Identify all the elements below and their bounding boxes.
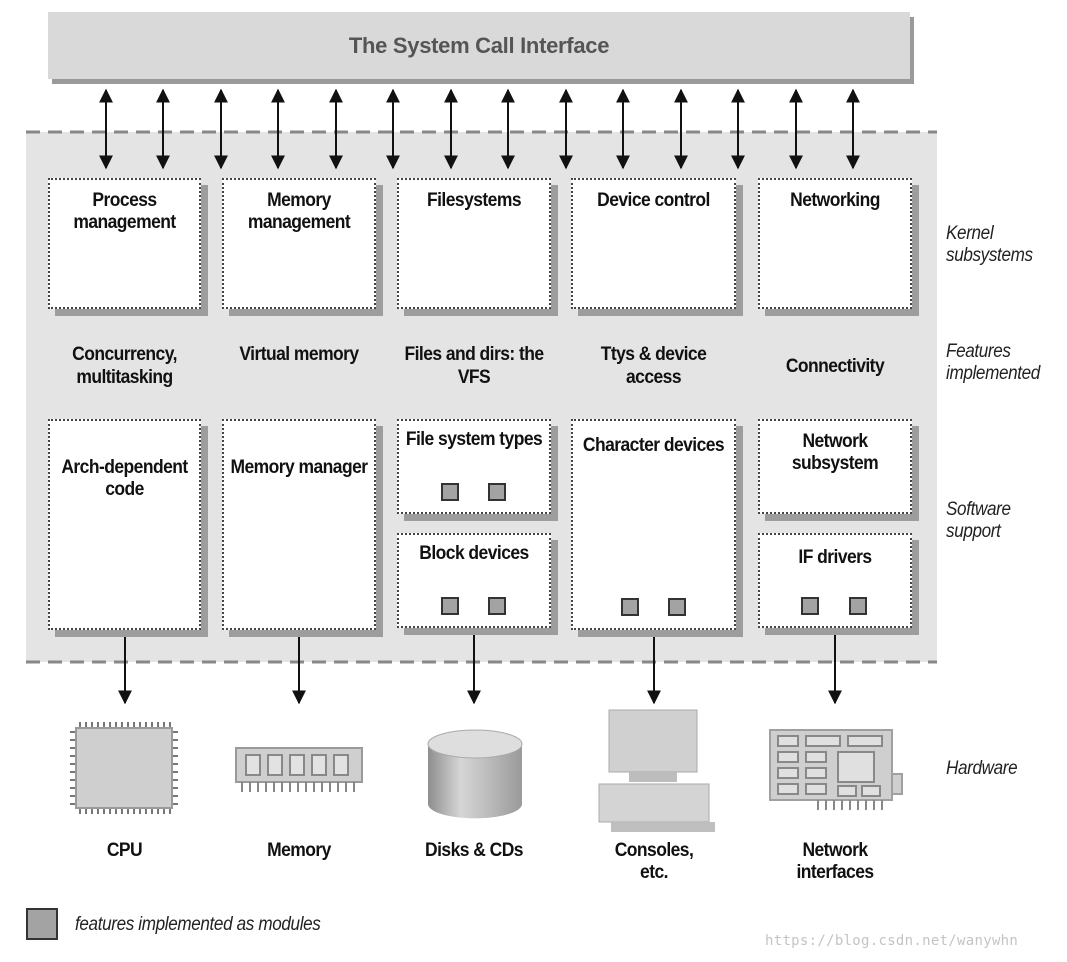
feature-vfs: Files and dirs: the VFS — [404, 344, 544, 388]
support-arch-dependent-code: Arch-dependent code — [48, 419, 201, 630]
watermark-url: https://blog.csdn.net/wanywhn — [765, 933, 1019, 949]
legend-module-swatch — [26, 908, 58, 940]
subsystem-label: Memory management — [247, 190, 351, 233]
module-indicator — [488, 597, 506, 615]
feature-connectivity: Connectivity — [785, 356, 885, 377]
subsystem-process-management: Process management — [48, 178, 201, 309]
feature-virtual-memory: Virtual memory — [239, 344, 359, 365]
disk-cylinder-icon — [427, 729, 523, 819]
subsystem-label: Filesystems — [426, 190, 522, 211]
support-block-devices: Block devices — [397, 533, 551, 628]
feature-concurrency: Concurrency, multitasking — [72, 344, 177, 388]
side-label-kernel-subsystems: Kernel subsystems — [946, 223, 1033, 266]
module-indicator — [488, 483, 506, 501]
module-indicator — [621, 598, 639, 616]
cpu-icon — [70, 722, 178, 814]
console-computer-icon — [598, 709, 715, 832]
module-indicator — [801, 597, 819, 615]
module-indicator — [849, 597, 867, 615]
hardware-label-memory: Memory — [267, 840, 331, 861]
support-label: File system types — [405, 429, 543, 450]
subsystem-filesystems: Filesystems — [397, 178, 551, 309]
support-memory-manager: Memory manager — [222, 419, 376, 630]
hardware-label-cpu: CPU — [106, 840, 143, 861]
side-label-software-support: Software support — [946, 499, 1011, 542]
hardware-label-consoles: Consoles, etc. — [614, 840, 694, 883]
subsystem-label: Process management — [73, 190, 176, 233]
syscall-arrows — [99, 88, 860, 170]
hardware-label-network-interfaces: Network interfaces — [796, 840, 874, 883]
module-indicator — [441, 483, 459, 501]
legend-text: features implemented as modules — [75, 914, 321, 935]
memory-module-icon — [235, 747, 363, 792]
side-label-hardware: Hardware — [946, 758, 1018, 779]
feature-device-access: Ttys & device access — [600, 344, 707, 388]
hardware-label-disks: Disks & CDs — [425, 840, 523, 861]
subsystem-networking: Networking — [758, 178, 912, 309]
support-file-system-types: File system types — [397, 419, 551, 514]
support-network-subsystem: Network subsystem — [758, 419, 912, 514]
module-indicator — [668, 598, 686, 616]
subsystem-memory-management: Memory management — [222, 178, 376, 309]
support-label: IF drivers — [798, 547, 872, 568]
hardware-arrows — [118, 628, 842, 705]
subsystem-device-control: Device control — [571, 178, 736, 309]
network-card-icon — [769, 729, 903, 810]
support-character-devices: Character devices — [571, 419, 736, 630]
support-label: Network subsystem — [791, 431, 879, 474]
subsystem-label: Device control — [597, 190, 710, 211]
side-label-features-implemented: Features implemented — [946, 341, 1040, 384]
module-indicator — [441, 597, 459, 615]
support-label: Block devices — [419, 543, 529, 564]
banner-title: The System Call Interface — [348, 32, 610, 58]
support-label: Memory manager — [230, 457, 368, 478]
support-label: Arch-dependent code — [61, 457, 188, 500]
system-call-interface-banner: The System Call Interface — [48, 12, 910, 79]
support-if-drivers: IF drivers — [758, 533, 912, 628]
support-label: Character devices — [582, 435, 725, 456]
subsystem-label: Networking — [790, 190, 880, 211]
